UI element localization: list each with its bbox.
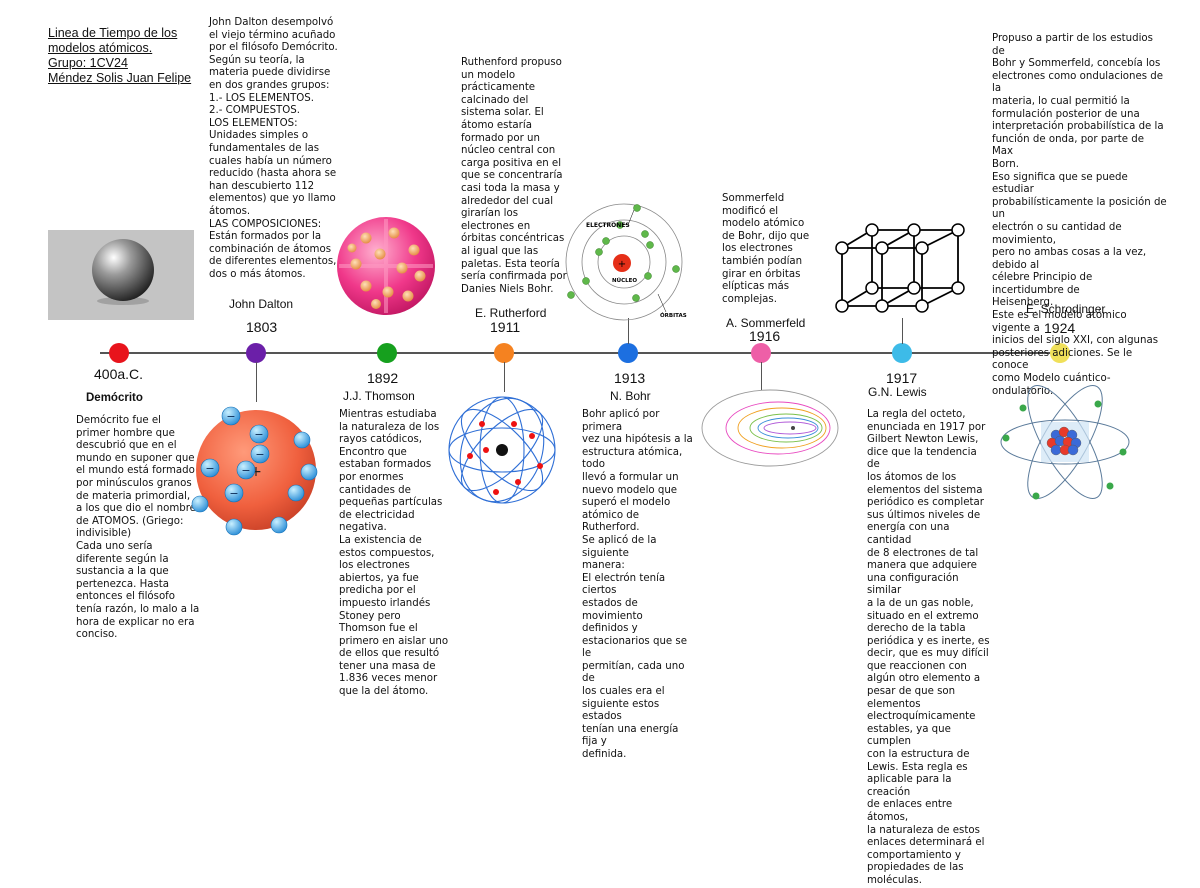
bohr-nucleus-label: NÚCLEO bbox=[612, 277, 637, 284]
dot-dalton bbox=[246, 343, 266, 363]
thomson-pudding-illustration: + −−− −−− bbox=[191, 406, 318, 536]
democrito-sphere-illustration bbox=[92, 239, 154, 305]
dot-bohr bbox=[618, 343, 638, 363]
connector-dalton bbox=[256, 362, 257, 402]
svg-text:−: − bbox=[229, 487, 238, 500]
lewis-description: La regla del octeto, enunciada en 1917 p… bbox=[867, 409, 990, 886]
schrodinger-name: E. Schrodinger bbox=[1026, 302, 1106, 316]
bohr-name: N. Bohr bbox=[610, 389, 651, 403]
dot-sommerfeld bbox=[751, 343, 771, 363]
rutherford-atom-illustration bbox=[448, 396, 556, 504]
schrodinger-atom-illustration bbox=[1000, 384, 1130, 500]
democrito-name: Demócrito bbox=[86, 392, 143, 404]
dalton-name: John Dalton bbox=[229, 297, 294, 311]
democrito-year: 400a.C. bbox=[94, 366, 144, 382]
dot-democrito bbox=[109, 343, 129, 363]
svg-text:−: − bbox=[255, 448, 264, 461]
thomson-year: 1892 bbox=[367, 370, 399, 386]
democrito-description: Demócrito fue el primer hombre que descu… bbox=[76, 415, 200, 641]
svg-text:−: − bbox=[205, 462, 214, 475]
schrodinger-year: 1924 bbox=[1044, 320, 1076, 336]
sommerfeld-name: A. Sommerfeld bbox=[726, 316, 806, 330]
svg-text:+: + bbox=[618, 259, 626, 270]
connector-rutherford bbox=[504, 362, 505, 392]
dalton-description: John Dalton desempolvó el viejo término … bbox=[209, 17, 338, 280]
dot-thomson bbox=[377, 343, 397, 363]
page-title: Linea de Tiempo de los modelos atómicos.… bbox=[48, 26, 191, 86]
schrodinger-description: Propuso a partir de los estudios de Bohr… bbox=[992, 33, 1167, 397]
sommerfeld-orbits-illustration bbox=[701, 389, 839, 467]
bohr-year: 1913 bbox=[614, 370, 646, 386]
thomson-description: Mientras estudiaba la naturaleza de los … bbox=[339, 409, 449, 698]
bohr-atom-illustration: + ELECTRONES NÚCLEO ÓRBITAS bbox=[565, 203, 687, 321]
svg-text:−: − bbox=[254, 428, 263, 441]
title-line-2: modelos atómicos. bbox=[48, 41, 153, 55]
dot-rutherford bbox=[494, 343, 514, 363]
author-name: Méndez Solis Juan Felipe bbox=[48, 71, 192, 85]
rutherford-year: 1911 bbox=[490, 319, 521, 335]
dot-schrodinger bbox=[1050, 343, 1070, 363]
sommerfeld-year: 1916 bbox=[749, 328, 781, 344]
timeline-axis bbox=[100, 352, 1060, 354]
sommerfeld-description: Sommerfeld modificó el modelo atómico de… bbox=[722, 193, 810, 305]
rutherford-name: E. Rutherford bbox=[475, 306, 547, 320]
dalton-sphere-illustration bbox=[337, 217, 435, 315]
group-label: Grupo: 1CV24 bbox=[48, 56, 128, 70]
dalton-year: 1803 bbox=[246, 319, 278, 335]
svg-text:+: + bbox=[250, 464, 262, 480]
bohr-electrons-label: ELECTRONES bbox=[586, 222, 630, 229]
democrito-image bbox=[48, 230, 194, 320]
lewis-name: G.N. Lewis bbox=[868, 385, 927, 399]
lewis-year: 1917 bbox=[886, 370, 918, 386]
title-line-1: Linea de Tiempo de los bbox=[48, 26, 178, 40]
rutherford-description: Ruthenford propuso un modelo prácticamen… bbox=[461, 57, 567, 295]
svg-text:−: − bbox=[241, 464, 250, 477]
connector-lewis bbox=[902, 318, 903, 344]
svg-text:−: − bbox=[226, 410, 235, 423]
bohr-orbits-label: ÓRBITAS bbox=[660, 312, 687, 319]
connector-bohr bbox=[628, 318, 629, 344]
thomson-name: J.J. Thomson bbox=[343, 389, 415, 403]
lewis-cube-illustration bbox=[835, 223, 965, 313]
connector-sommerfeld bbox=[761, 362, 762, 390]
dot-lewis bbox=[892, 343, 912, 363]
bohr-description: Bohr aplicó por primera vez una hipótesi… bbox=[582, 409, 693, 761]
